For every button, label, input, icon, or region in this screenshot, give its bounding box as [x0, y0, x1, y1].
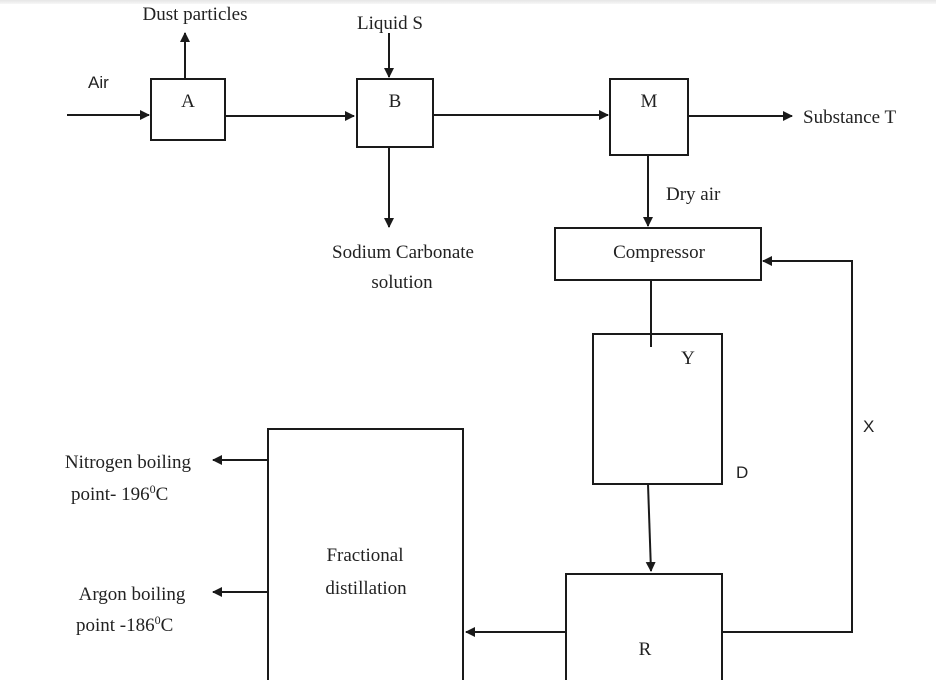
- dry-air-label: Dry air: [666, 184, 721, 205]
- unit-m-box: [609, 78, 689, 156]
- top-edge-shadow: [0, 0, 936, 4]
- fractional-distillation-label-line1: Fractional: [326, 545, 403, 566]
- sodium-carbonate-label-line2: solution: [371, 272, 433, 293]
- unit-r-box: [565, 573, 723, 680]
- sodium-carbonate-label-line1: Sodium Carbonate: [332, 242, 474, 263]
- air-label: Air: [88, 73, 109, 92]
- unit-y-d-box: [592, 333, 723, 485]
- unit-b-label: B: [389, 91, 402, 112]
- liquid-s-label: Liquid S: [357, 13, 423, 34]
- unit-y-label: Y: [681, 348, 695, 369]
- compressor-box: [554, 227, 762, 281]
- fractional-distillation-box: [267, 428, 464, 680]
- recycle-x-line: [722, 260, 853, 633]
- recycle-x-label: X: [863, 417, 874, 436]
- argon-label-line2: point -1860C: [76, 613, 173, 636]
- unit-r-label: R: [639, 639, 652, 660]
- unit-a-label: A: [181, 91, 195, 112]
- compressor-label: Compressor: [613, 242, 706, 263]
- unit-d-label: D: [736, 463, 748, 482]
- substance-t-label: Substance T: [803, 107, 896, 128]
- unit-b-box: [356, 78, 434, 148]
- unit-a-box: [150, 78, 226, 141]
- fractional-distillation-label-line2: distillation: [325, 578, 407, 599]
- argon-label-line1: Argon boiling: [79, 584, 186, 605]
- nitrogen-label-line1: Nitrogen boiling: [65, 452, 192, 473]
- nitrogen-label-line2: point- 1960C: [71, 482, 168, 505]
- dust-particles-label: Dust particles: [142, 4, 247, 25]
- y-to-r-arrow: [645, 483, 656, 572]
- unit-m-label: M: [641, 91, 658, 112]
